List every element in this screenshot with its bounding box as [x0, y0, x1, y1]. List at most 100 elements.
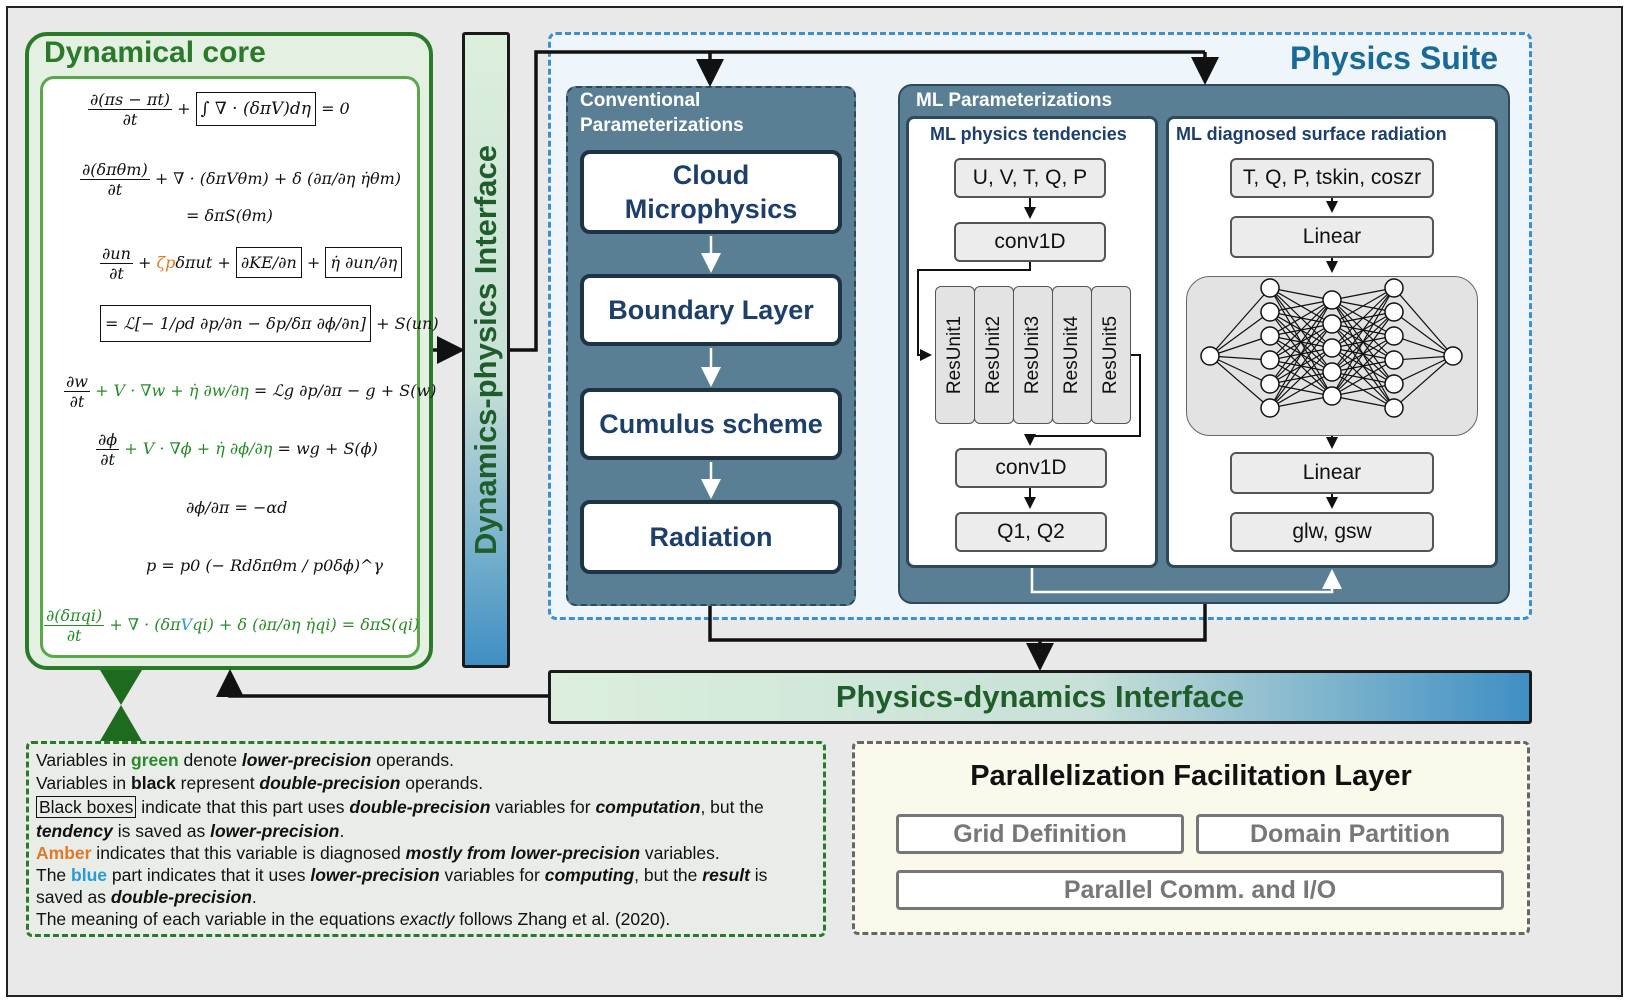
legend-connector-top	[100, 670, 142, 705]
tendencies-to-radiation-line	[1030, 568, 1342, 594]
ml-parameterizations-title: ML Parameterizations	[916, 90, 1113, 111]
legend-line-8: The meaning of each variable in the equa…	[36, 909, 671, 929]
legend-line-5: Amber indicates that this variable is di…	[36, 843, 720, 863]
nn-edge	[1331, 287, 1395, 373]
nn-edge	[1393, 355, 1454, 409]
nn-node	[1260, 302, 1280, 322]
radiation-output-box: glw, gsw	[1230, 512, 1434, 552]
legend-connector-bottom	[100, 705, 142, 741]
nn-node	[1384, 278, 1404, 298]
equation-8: ∂(δπqi)∂t + ∇ · (δπVqi) + δ (∂π/∂η η̇qi)…	[44, 606, 420, 645]
equation-1: ∂(πs − πt)∂t + ∫ ∇ · (δπV)dη = 0	[88, 90, 350, 129]
equation-7: p = p0 (− Rdδπθm / p0δϕ)^γ	[146, 556, 384, 575]
cloud-microphysics-box: Cloud Microphysics	[580, 150, 842, 234]
legend-panel	[26, 741, 826, 937]
grid-definition-box: Grid Definition	[896, 814, 1184, 854]
nn-edge	[1331, 287, 1395, 325]
equation-4: ∂w∂t + V · ∇w + η̇ ∂w/∂η = ℒg ∂p/∂π − g …	[64, 372, 437, 411]
equations-panel	[40, 76, 420, 658]
nn-edge	[1269, 371, 1333, 409]
equation-5: ∂ϕ∂t + V · ∇ϕ + η̇ ∂ϕ/∂η = wg + S(ϕ)	[96, 430, 378, 469]
arrow-to-dynamical-core	[216, 669, 548, 698]
suite-output-line	[708, 604, 1207, 642]
domain-partition-box: Domain Partition	[1196, 814, 1504, 854]
cumulus-scheme-box: Cumulus scheme	[580, 388, 842, 460]
nn-node	[1322, 338, 1342, 358]
neural-network-graphic	[1200, 278, 1463, 418]
conv1d-box-2: conv1D	[955, 448, 1107, 488]
nn-edge	[1209, 355, 1271, 385]
equation-2: ∂(δπθm)∂t + ∇ · (δπVθm) + δ (∂π/∂η η̇θm)	[80, 160, 402, 199]
nn-edge	[1331, 287, 1395, 301]
nn-edge	[1269, 395, 1333, 409]
nn-edge	[1269, 299, 1333, 337]
linear-box-2: Linear	[1230, 452, 1434, 494]
nn-edge	[1393, 311, 1454, 357]
equation-3: ∂un∂t + ζpδπut + ∂KE/∂n + η̇ ∂un/∂η	[100, 244, 403, 283]
parallel-comm-io-box: Parallel Comm. and I/O	[896, 870, 1504, 910]
nn-node	[1322, 290, 1342, 310]
nn-node	[1322, 314, 1342, 334]
nn-edge	[1393, 287, 1454, 357]
equation-6: ∂ϕ/∂π = −αd	[186, 498, 288, 517]
ml-surface-radiation-title: ML diagnosed surface radiation	[1176, 124, 1447, 144]
nn-edge	[1331, 383, 1395, 397]
dynamics-physics-interface-bar	[462, 32, 510, 668]
radiation-box: Radiation	[580, 500, 842, 574]
resunit-1: ResUnit1	[935, 286, 975, 424]
nn-edge	[1331, 335, 1395, 397]
dynamical-core-title: Dynamical core	[44, 36, 266, 69]
nn-edge	[1331, 359, 1395, 397]
physics-dynamics-interface-label: Physics-dynamics Interface	[835, 679, 1245, 714]
conventional-parameterizations-title: Conventional Parameterizations	[580, 90, 744, 136]
arrow-resunits-to-conv1d	[1024, 354, 1141, 446]
nn-edge	[1209, 355, 1271, 409]
nn-edge	[1269, 299, 1333, 361]
nn-edge	[1393, 355, 1454, 385]
legend-line-4: tendency is saved as lower-precision.	[36, 821, 345, 841]
linear-box-1: Linear	[1230, 216, 1434, 258]
nn-edge	[1269, 287, 1333, 301]
nn-edge	[1209, 335, 1271, 357]
ml-physics-tendencies-title: ML physics tendencies	[930, 124, 1127, 144]
nn-edge	[1331, 311, 1395, 397]
equation-2-rhs: = δπS(θm)	[186, 206, 273, 225]
legend-line-1: Variables in green denote lower-precisio…	[36, 750, 454, 770]
nn-node	[1260, 350, 1280, 370]
legend-line-3: Black boxes indicate that this part uses…	[36, 796, 764, 818]
nn-edge	[1269, 299, 1333, 385]
boundary-layer-box: Boundary Layer	[580, 274, 842, 346]
nn-edge	[1209, 311, 1271, 357]
nn-node	[1384, 398, 1404, 418]
nn-node	[1384, 374, 1404, 394]
nn-edge	[1393, 355, 1454, 361]
tendencies-output-box: Q1, Q2	[955, 512, 1107, 552]
nn-edge	[1269, 323, 1333, 409]
radiation-input-box: T, Q, P, tskin, coszr	[1230, 158, 1434, 198]
resunit-5: ResUnit5	[1091, 286, 1131, 424]
nn-node	[1384, 326, 1404, 346]
physics-suite-title: Physics Suite	[1290, 40, 1499, 76]
physics-dynamics-interface-bar: Physics-dynamics Interface	[548, 670, 1532, 724]
nn-node	[1260, 398, 1280, 418]
nn-node	[1260, 278, 1280, 298]
nn-node	[1260, 326, 1280, 346]
nn-node	[1322, 386, 1342, 406]
resunit-4: ResUnit4	[1052, 286, 1092, 424]
equation-3-rhs: = ℒ[− 1/ρd ∂p/∂n − δp/δπ ∂ϕ/∂n] + S(un)	[100, 305, 439, 342]
legend-line-2: Variables in black represent double-prec…	[36, 773, 484, 793]
nn-edge	[1269, 347, 1333, 409]
nn-edge	[1331, 287, 1395, 349]
legend-line-7: saved as double-precision.	[36, 887, 257, 907]
nn-edge	[1393, 335, 1454, 357]
arrow-conv1d-to-resunits	[917, 262, 1031, 361]
nn-edge	[1209, 287, 1271, 357]
nn-node	[1322, 362, 1342, 382]
nn-edge	[1269, 299, 1333, 409]
nn-edge	[1331, 395, 1395, 409]
interface-to-suite-line	[510, 50, 1205, 352]
nn-node	[1384, 302, 1404, 322]
nn-edge	[1209, 355, 1271, 361]
nn-edge	[1269, 299, 1333, 313]
nn-node	[1200, 346, 1220, 366]
